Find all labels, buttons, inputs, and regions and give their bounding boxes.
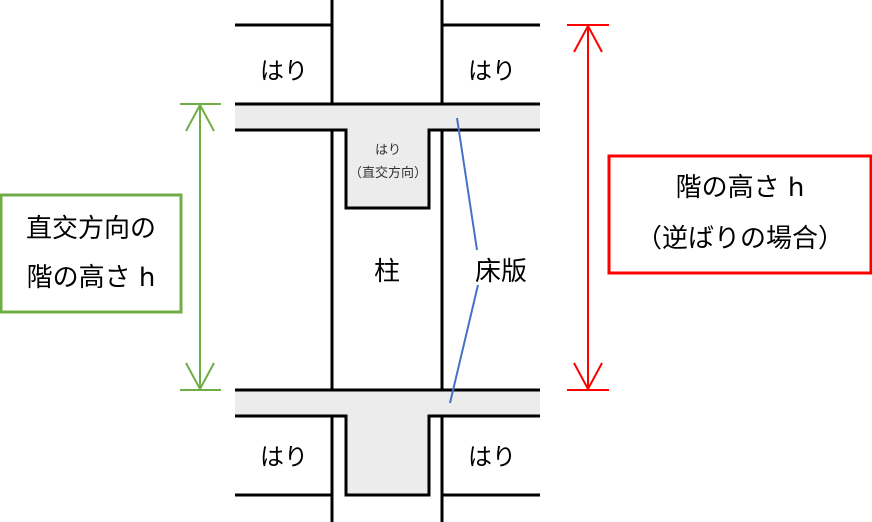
beam-label-bottom-left: はり xyxy=(260,443,308,471)
structure-lines xyxy=(235,23,540,497)
green-dimension-arrow xyxy=(180,102,221,392)
slab-label: 床版 xyxy=(475,257,527,287)
beam-label-top-right: はり xyxy=(468,57,516,85)
slab-leader-lines xyxy=(449,117,479,404)
orthogonal-height-line2: 階の高さ h xyxy=(27,263,156,293)
orthogonal-height-box xyxy=(0,193,183,314)
bottom-slab-with-beam xyxy=(235,390,540,495)
floor-height-box xyxy=(607,154,872,275)
floor-height-line1: 階の高さ h xyxy=(676,173,805,203)
column-lines xyxy=(330,0,444,522)
red-dimension-arrow xyxy=(567,23,609,392)
orthogonal-beam-label: はり xyxy=(375,143,401,158)
beam-label-top-left: はり xyxy=(260,57,308,85)
orthogonal-height-line1: 直交方向の xyxy=(26,214,156,244)
floor-height-line2: （逆ばりの場合） xyxy=(636,224,844,254)
column-label: 柱 xyxy=(374,257,400,287)
orthogonal-beam-direction: （直交方向） xyxy=(349,165,427,181)
beam-label-bottom-right: はり xyxy=(468,443,516,471)
